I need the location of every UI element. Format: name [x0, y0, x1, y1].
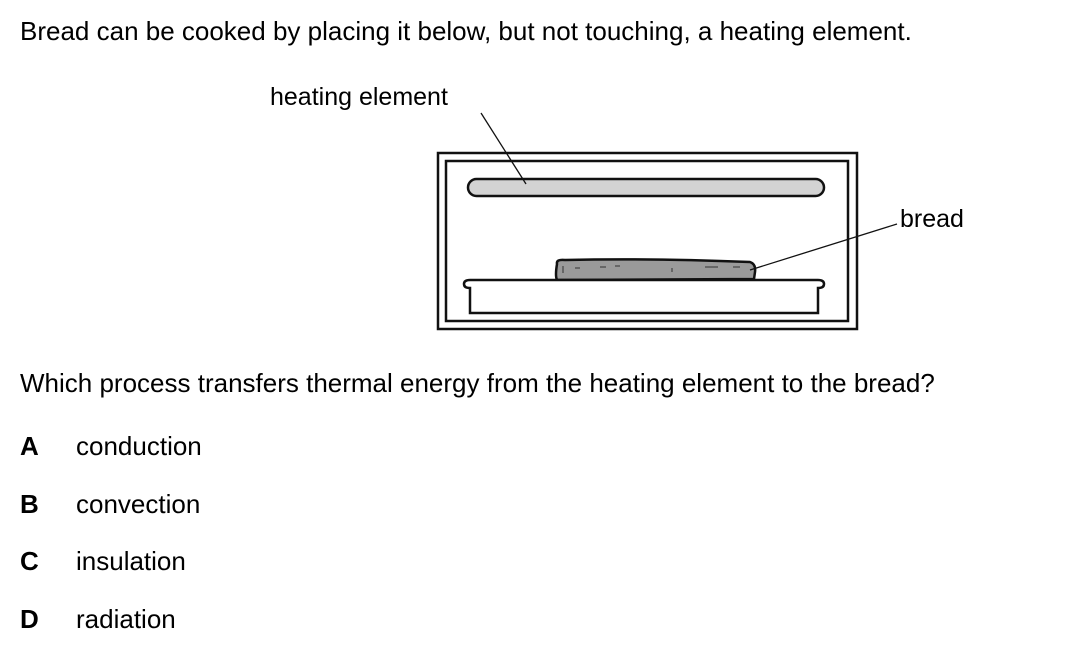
option-text: conduction	[76, 431, 202, 461]
option-text: convection	[76, 489, 201, 519]
option-text: radiation	[76, 604, 176, 634]
heating-element	[466, 177, 826, 198]
option-letter: C	[20, 546, 39, 576]
bread-label: bread	[900, 205, 964, 233]
oven-inner-wall	[444, 159, 850, 323]
bread-texture	[562, 265, 740, 273]
question-intro: Bread can be cooked by placing it below,…	[20, 16, 912, 46]
option-letter: A	[20, 431, 39, 461]
option-letter: D	[20, 604, 39, 634]
baking-tray	[462, 278, 826, 315]
question-prompt: Which process transfers thermal energy f…	[20, 368, 935, 398]
heating-element-label: heating element	[270, 83, 448, 111]
heating-element-leader-line	[480, 112, 527, 185]
option-text: insulation	[76, 546, 186, 576]
option-letter: B	[20, 489, 39, 519]
bread-leader-line	[749, 223, 898, 271]
oven-outer-wall	[436, 151, 859, 331]
bread	[554, 258, 757, 282]
